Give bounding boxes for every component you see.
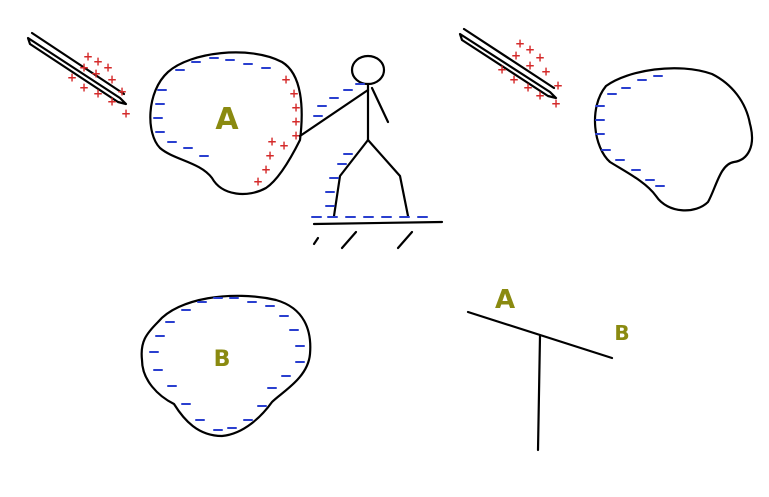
positive-charge: + — [281, 73, 291, 87]
panel-ball-b: B — [140, 294, 312, 438]
positive-charge: + — [523, 81, 533, 95]
charged-rod-2 — [458, 27, 558, 100]
balance-label-b: B — [614, 321, 629, 345]
panel-charging-by-induction: + + + + + + + + + + + + A + + + + + + + … — [26, 31, 444, 250]
positive-charge: + — [535, 89, 545, 103]
stick-figure — [298, 54, 410, 218]
positive-charge: + — [67, 71, 77, 85]
positive-charge: + — [107, 73, 117, 87]
positive-charge: + — [79, 81, 89, 95]
positive-charge: + — [553, 79, 563, 93]
positive-charge: + — [103, 61, 113, 75]
ball-a-label: A — [215, 102, 239, 137]
ball-a-charged-negative-charges — [595, 75, 665, 187]
positive-charge: + — [541, 65, 551, 79]
positive-charge: + — [291, 129, 301, 143]
ball-a-charged — [593, 67, 754, 212]
positive-charge: + — [265, 149, 275, 163]
charged-rod-1 — [26, 31, 128, 106]
ball-b — [140, 294, 312, 438]
positive-charge: + — [117, 85, 127, 99]
positive-charge: + — [261, 163, 271, 177]
positive-charge: + — [525, 59, 535, 73]
positive-charge: + — [279, 139, 289, 153]
ball-a-negative-charges — [153, 57, 271, 157]
ball-b-negative-charges — [149, 297, 305, 431]
ball-a — [149, 51, 303, 195]
positive-charge: + — [515, 37, 525, 51]
ground-line — [312, 220, 444, 250]
rod-2-positive-charges: + + + + + + + + + + + + — [497, 37, 563, 111]
rod-1-positive-charges: + + + + + + + + + + + + — [67, 50, 131, 121]
positive-charge: + — [289, 87, 299, 101]
positive-charge: + — [253, 175, 263, 189]
positive-charge: + — [291, 115, 301, 129]
positive-charge: + — [107, 95, 117, 109]
positive-charge: + — [93, 87, 103, 101]
positive-charge: + — [551, 97, 561, 111]
positive-charge: + — [291, 101, 301, 115]
positive-charge: + — [83, 50, 93, 64]
positive-charge: + — [511, 49, 521, 63]
positive-charge: + — [497, 63, 507, 77]
positive-charge: + — [509, 73, 519, 87]
positive-charge: + — [79, 61, 89, 75]
balance-stand — [536, 334, 542, 452]
panel-after-grounding: + + + + + + + + + + + + — [458, 27, 754, 212]
ball-b-label: B — [214, 347, 231, 372]
positive-charge: + — [121, 107, 131, 121]
positive-charge: + — [525, 43, 535, 57]
positive-charge: + — [91, 67, 101, 81]
positive-charge: + — [535, 51, 545, 65]
positive-charge: + — [93, 55, 103, 69]
person-negative-charges — [313, 83, 365, 207]
balance-label-a: A — [495, 285, 515, 315]
ball-a-positive-charges: + + + + + + + + + + — [253, 73, 301, 189]
positive-charge: + — [267, 135, 277, 149]
panel-balance: A B — [466, 285, 630, 452]
